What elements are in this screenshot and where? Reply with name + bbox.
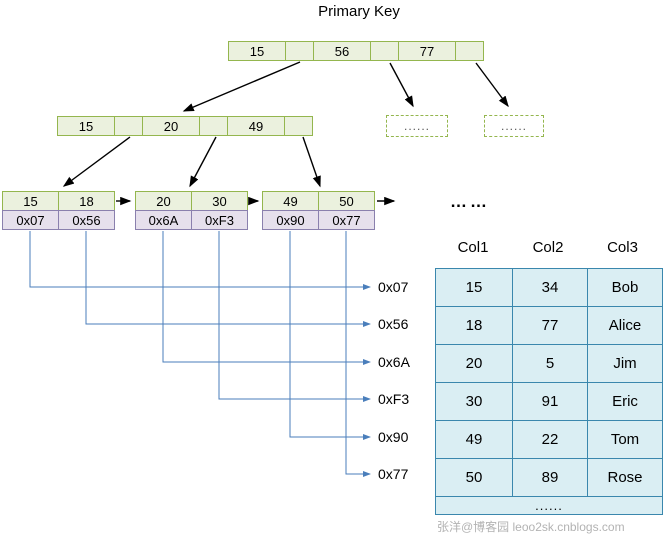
- leaf-key-row: 20 30: [135, 191, 248, 211]
- table-cell: Rose: [588, 459, 662, 496]
- pointer-cell: [284, 116, 313, 136]
- table-cell: 18: [436, 307, 512, 344]
- table-cell: 77: [513, 307, 587, 344]
- key-cell: 20: [142, 116, 200, 136]
- table-cell: 91: [513, 383, 587, 420]
- arrow-internal-to-leaf-1: [62, 136, 131, 187]
- table-cell: Eric: [588, 383, 662, 420]
- data-table: 15 34 Bob 18 77 Alice 20 5 Jim 30 91 Eri…: [435, 268, 663, 515]
- pointer-label: 0x90: [378, 429, 409, 445]
- pointer-cell: [370, 41, 399, 61]
- table-cell: 30: [436, 383, 512, 420]
- pointer-cell: [285, 41, 314, 61]
- table-cell: 89: [513, 459, 587, 496]
- leaf-key-row: 15 18: [2, 191, 115, 211]
- arrow-internal-to-leaf-3: [302, 136, 321, 188]
- diagram-title: Primary Key: [318, 3, 400, 20]
- internal-node: 15 20 49: [57, 116, 313, 136]
- key-cell: 30: [191, 191, 248, 211]
- pointer-cell: [114, 116, 143, 136]
- table-cell: Alice: [588, 307, 662, 344]
- arrow-root-to-internal: [182, 61, 301, 112]
- pointer-line-0x56: [85, 231, 371, 327]
- data-pointer-cell: 0xF3: [191, 210, 248, 230]
- pointer-line-0x6A: [162, 231, 371, 365]
- key-cell: 77: [398, 41, 456, 61]
- data-pointer-cell: 0x77: [318, 210, 375, 230]
- leaf-pointer-row: 0x07 0x56: [2, 210, 115, 230]
- table-cell: 49: [436, 421, 512, 458]
- table-column-headers: Col1 Col2 Col3: [435, 239, 660, 256]
- key-cell: 20: [135, 191, 192, 211]
- key-cell: 15: [228, 41, 286, 61]
- pointer-cell: [199, 116, 228, 136]
- table-cell: 34: [513, 269, 587, 306]
- table-cell: 15: [436, 269, 512, 306]
- dashed-node: ......: [386, 115, 448, 137]
- pointer-label: 0xF3: [378, 391, 410, 407]
- leaf-node-2: 20 30 0x6A 0xF3: [135, 191, 248, 230]
- pointer-line-0x77: [345, 231, 371, 477]
- column-header: Col1: [457, 239, 489, 256]
- leaf-pointer-row: 0x90 0x77: [262, 210, 375, 230]
- pointer-line-0x07: [29, 231, 371, 290]
- dashed-node: ......: [484, 115, 544, 137]
- table-ellipsis-row: ......: [436, 497, 662, 514]
- column-header: Col3: [607, 239, 638, 256]
- data-pointer-cell: 0x6A: [135, 210, 192, 230]
- pointer-label: 0x77: [378, 466, 409, 482]
- table-cell: Jim: [588, 345, 662, 382]
- key-cell: 49: [262, 191, 319, 211]
- key-cell: 50: [318, 191, 375, 211]
- data-pointer-cell: 0x90: [262, 210, 319, 230]
- pointer-line-0xF3: [218, 231, 371, 402]
- data-pointer-cell: 0x07: [2, 210, 59, 230]
- pointer-cell: [455, 41, 484, 61]
- key-cell: 15: [57, 116, 115, 136]
- table-cell: 20: [436, 345, 512, 382]
- table-cell: Tom: [588, 421, 662, 458]
- arrow-internal-to-leaf-2: [189, 136, 217, 188]
- leaf-node-3: 49 50 0x90 0x77: [262, 191, 375, 230]
- pointer-label: 0x07: [378, 279, 409, 295]
- table-cell: 22: [513, 421, 587, 458]
- key-cell: 56: [313, 41, 371, 61]
- pointer-label: 0x6A: [378, 354, 410, 370]
- leaf-node-1: 15 18 0x07 0x56: [2, 191, 115, 230]
- key-cell: 15: [2, 191, 59, 211]
- root-node: 15 56 77: [228, 41, 484, 61]
- data-pointer-cell: 0x56: [58, 210, 115, 230]
- table-cell: 50: [436, 459, 512, 496]
- pointer-label: 0x56: [378, 316, 409, 332]
- table-cell: Bob: [588, 269, 662, 306]
- more-leaves-ellipsis: ……: [450, 192, 490, 211]
- table-cell: 5: [513, 345, 587, 382]
- key-cell: 49: [227, 116, 285, 136]
- arrow-root-to-dashed-2: [475, 62, 509, 108]
- watermark: 张洋@博客园 leoo2sk.cnblogs.com: [437, 520, 625, 534]
- leaf-pointer-row: 0x6A 0xF3: [135, 210, 248, 230]
- column-header: Col2: [532, 239, 564, 256]
- arrow-root-to-dashed-1: [389, 62, 414, 108]
- leaf-key-row: 49 50: [262, 191, 375, 211]
- pointer-line-0x90: [289, 231, 371, 440]
- key-cell: 18: [58, 191, 115, 211]
